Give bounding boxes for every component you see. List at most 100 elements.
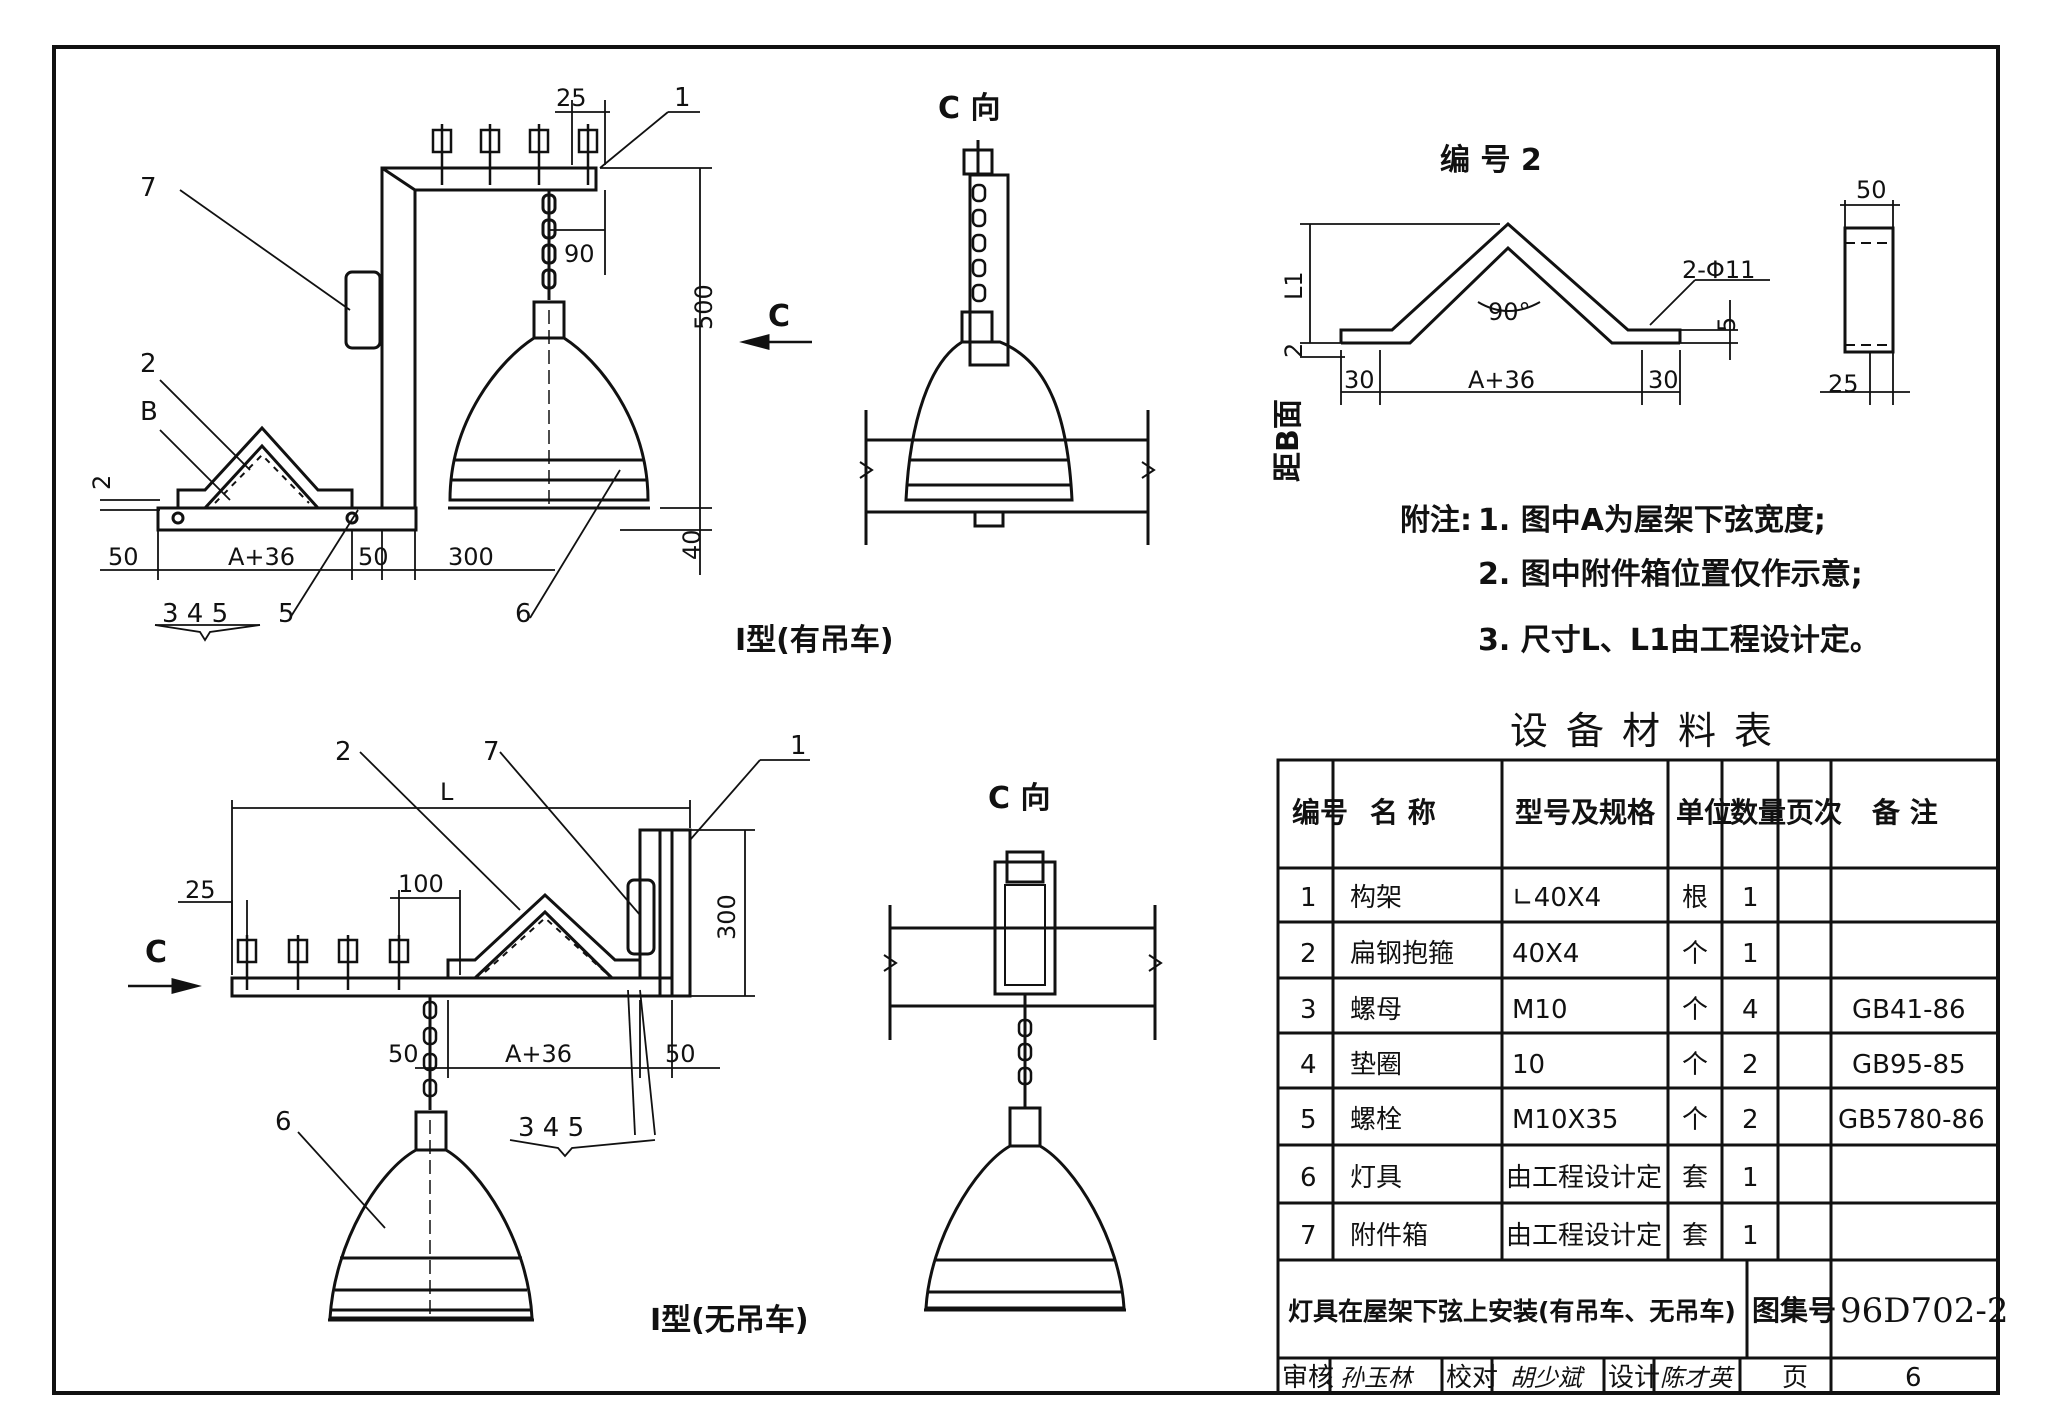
t1-dim-500: 500 [690, 284, 718, 330]
t1-dim-40: 40 [678, 529, 706, 560]
row5-spec: M10X35 [1512, 1105, 1618, 1135]
t1-item-5: 5 [278, 599, 295, 629]
check-signature: 胡少斌 [1510, 1364, 1585, 1392]
type1-c-view [859, 140, 1156, 545]
row1-qty: 1 [1742, 883, 1759, 913]
table-row: 7 附件箱 由工程设计定 套 1 [1300, 1221, 1759, 1251]
t1-dim-25: 25 [556, 84, 587, 112]
row6-no: 6 [1300, 1163, 1317, 1193]
materials-table-grid [1276, 758, 2000, 1393]
check-label: 校对 [1446, 1363, 1498, 1393]
row2-name: 扁钢抱箍 [1350, 939, 1454, 969]
part2-dim-5: 5 [1713, 317, 1741, 332]
table-row: 4 垫圈 10 个 2 GB95-85 [1300, 1050, 1966, 1080]
row3-no: 3 [1300, 995, 1317, 1025]
t1-dim-300: 300 [448, 543, 494, 571]
design-label: 设计 [1608, 1363, 1660, 1393]
part2-hole: 2-Φ11 [1682, 256, 1755, 284]
t2-arrow-c: C [145, 935, 167, 970]
table-header-unit: 单位 [1676, 796, 1732, 829]
part2-angle: 90° [1488, 298, 1531, 326]
part2-drawing [1300, 200, 1910, 405]
t1-c-view-title: C 向 [938, 91, 1000, 126]
design-signature: 陈才英 [1660, 1364, 1735, 1392]
drawing-title: 灯具在屋架下弦上安装(有吊车、无吊车) [1288, 1297, 1736, 1326]
row7-qty: 1 [1742, 1221, 1759, 1251]
part2-dim-50: 50 [1856, 176, 1887, 204]
notes-line-2: 2. 图中附件箱位置仅作示意; [1478, 557, 1863, 592]
part2-dim-25: 25 [1828, 370, 1859, 398]
t2-c-view-title: C 向 [988, 781, 1050, 816]
row1-unit: 根 [1682, 883, 1708, 913]
row1-spec: ∟40X4 [1512, 883, 1601, 913]
t1-dim-a36: A+36 [228, 543, 295, 571]
table-row: 5 螺栓 M10X35 个 2 GB5780-86 [1300, 1105, 1985, 1135]
row5-remark: GB5780-86 [1838, 1105, 1985, 1135]
row5-unit: 个 [1682, 1105, 1708, 1135]
part2-dim-30b: 30 [1648, 366, 1679, 394]
row6-unit: 套 [1682, 1163, 1708, 1193]
atlas-label: 图集号 [1752, 1294, 1836, 1327]
part2-dim-2: 2 [1280, 343, 1308, 358]
table-row: 1 构架 ∟40X4 根 1 [1300, 883, 1759, 913]
t1-item-2: 2 [140, 349, 157, 379]
table-header-spec: 型号及规格 [1515, 796, 1656, 829]
part2-side-label: 距B面 [1271, 399, 1306, 482]
row5-no: 5 [1300, 1105, 1317, 1135]
table-row: 6 灯具 由工程设计定 套 1 [1300, 1163, 1759, 1193]
row3-name: 螺母 [1350, 995, 1402, 1025]
t1-item-B: B [140, 397, 158, 427]
row7-spec: 由工程设计定 [1506, 1221, 1662, 1251]
t1-dim-50b: 50 [358, 543, 389, 571]
table-header-remark: 备 注 [1871, 796, 1938, 829]
page-label: 页 [1782, 1363, 1808, 1393]
row4-spec: 10 [1512, 1050, 1545, 1080]
row5-qty: 2 [1742, 1105, 1759, 1135]
sheet-frame [52, 45, 2000, 1395]
row3-qty: 4 [1742, 995, 1759, 1025]
row2-unit: 个 [1682, 939, 1708, 969]
t2-dim-25: 25 [185, 876, 216, 904]
row7-name: 附件箱 [1350, 1221, 1428, 1251]
row2-no: 2 [1300, 939, 1317, 969]
t1-dim-50a: 50 [108, 543, 139, 571]
row4-qty: 2 [1742, 1050, 1759, 1080]
table-header-qty: 数量 [1730, 796, 1786, 829]
t2-dim-L: L [440, 778, 454, 806]
type1-elevation [100, 100, 812, 642]
t1-dim-2: 2 [88, 475, 116, 490]
row4-no: 4 [1300, 1050, 1317, 1080]
t1-dim-90: 90 [564, 240, 595, 268]
atlas-number: 96D702-2 [1840, 1291, 2009, 1331]
type2-c-view [883, 850, 1163, 1312]
table-header-no: 编号 [1292, 796, 1348, 829]
t2-item-2: 2 [335, 737, 352, 767]
t1-items-345: 3 4 5 [162, 599, 228, 629]
table-title: 设备材料表 [1510, 709, 1790, 753]
t2-caption: Ⅰ型(无吊车) [650, 1303, 809, 1338]
t1-arrow-c: C [768, 299, 790, 334]
t2-dim-50b: 50 [665, 1040, 696, 1068]
row1-name: 构架 [1350, 883, 1402, 913]
part2-title: 编 号 2 [1440, 143, 1542, 178]
notes-line-1: 1. 图中A为屋架下弦宽度; [1478, 503, 1826, 538]
t2-dim-300: 300 [713, 894, 741, 940]
row4-unit: 个 [1682, 1050, 1708, 1080]
row2-spec: 40X4 [1512, 939, 1579, 969]
t1-item-6: 6 [515, 599, 532, 629]
row7-no: 7 [1300, 1221, 1317, 1251]
row6-spec: 由工程设计定 [1506, 1163, 1662, 1193]
t2-items-345: 3 4 5 [518, 1113, 584, 1143]
row1-no: 1 [1300, 883, 1317, 913]
t1-caption: Ⅰ型(有吊车) [735, 623, 894, 658]
row7-unit: 套 [1682, 1221, 1708, 1251]
row2-qty: 1 [1742, 939, 1759, 969]
review-signature: 孙玉林 [1340, 1364, 1415, 1392]
part2-dim-a36: A+36 [1468, 366, 1535, 394]
table-header-name: 名 称 [1370, 796, 1436, 829]
table-row: 3 螺母 M10 个 4 GB41-86 [1300, 995, 1966, 1025]
t2-dim-a36: A+36 [505, 1040, 572, 1068]
row6-qty: 1 [1742, 1163, 1759, 1193]
t2-item-7: 7 [483, 737, 500, 767]
